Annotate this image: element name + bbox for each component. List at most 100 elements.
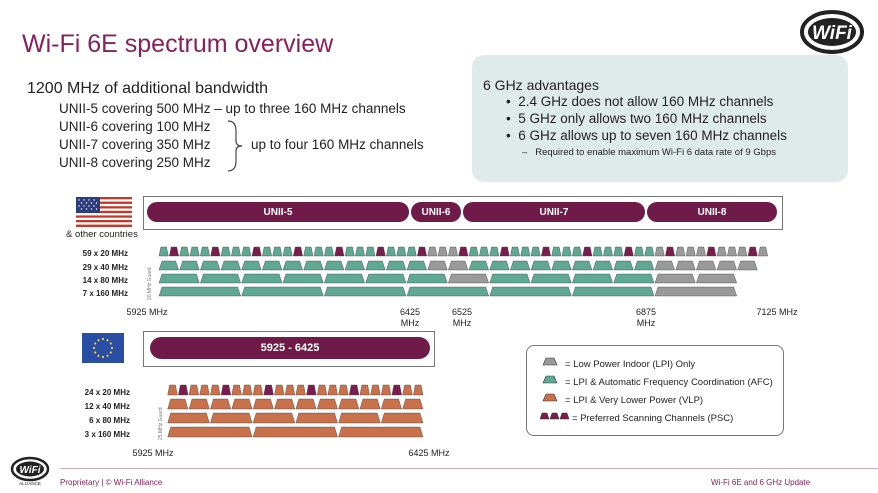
us-channel [179,260,200,271]
us-channel [189,246,200,257]
us-channel [272,246,283,257]
svg-text:ALLIANCE: ALLIANCE [19,481,41,486]
us-channel [334,246,345,257]
us-channel [200,246,210,257]
us-channel [251,246,262,257]
brace-icon [227,120,243,172]
page-title: Wi-Fi 6E spectrum overview [22,30,334,58]
us-channel [489,273,531,284]
us-channel [355,246,365,257]
eu-freq-label: 6425 MHz [408,448,450,458]
advantage-subnote-text: Required to enable maximum Wi-Fi 6 data … [535,147,776,158]
us-channel [634,246,644,257]
eu-channel [220,384,232,396]
legend-psc: = Preferred Scanning Channels (PSC) [572,413,734,424]
us-channel [241,286,324,297]
footer-title: Wi-Fi 6E and 6 GHz Update [711,478,811,487]
us-channel [448,260,469,271]
us-channel [716,260,737,271]
eu-channel [413,384,424,396]
us-channel [510,260,531,271]
us-channel [458,246,469,257]
us-channel [220,260,241,271]
legend-lpi: = Low Power Indoor (LPI) Only [565,359,696,370]
eu-channel [316,398,338,410]
other-countries-caption: & other countries [66,229,138,240]
us-channel [406,246,417,257]
eu-channel [402,398,424,410]
eu-star-icon [110,346,114,350]
us-channel [427,260,448,271]
eu-row-label: 24 x 20 MHz [84,388,130,397]
us-channel [572,260,593,271]
eu-channel [338,398,360,410]
unii8-line: UNII-8 covering 250 MHz [59,155,211,170]
us-channel [758,246,768,257]
us-channel [303,246,314,257]
advantage-text: 2.4 GHz does not allow 160 MHz channels [518,94,774,109]
us-channel [324,260,345,271]
eu-star-icon [106,339,109,342]
us-channel [158,286,241,297]
eu-star-icon [97,339,100,342]
us-channel [737,260,758,271]
eu-channel [359,384,370,396]
footer-copyright: Proprietary | © Wi-Fi Alliance [60,478,163,487]
us-row-label: 59 x 20 MHz [82,249,128,258]
us-channel [375,246,386,257]
us-channel [241,246,252,257]
us-channel [210,246,221,257]
eu-channel [338,426,424,438]
us-channel [344,246,355,257]
us-channel [644,246,655,257]
eu-channel [381,384,392,396]
us-channel [716,246,727,257]
us-channel [541,246,551,257]
us-row-label: 29 x 40 MHz [82,263,128,272]
advantage-text: 5 GHz only allows two 160 MHz channels [518,111,767,126]
us-channel [386,260,407,271]
us-channel [696,260,717,271]
us-channel [365,273,407,284]
eu-channel [295,412,338,424]
us-channel [613,246,624,257]
us-channel [417,246,427,257]
eu-channel [263,384,274,396]
eu-channel [338,384,349,396]
eu-channel [381,412,424,424]
eu-channel [231,398,253,410]
us-channel [179,246,190,257]
eu-channel [391,384,402,396]
bandwidth-heading: 1200 MHz of additional bandwidth [27,80,269,97]
eu-channel [178,384,189,396]
us-channel [489,260,510,271]
advantage-subnote: – Required to enable maximum Wi-Fi 6 dat… [522,147,776,158]
us-channel [654,260,675,271]
eu-star-icon [92,346,96,350]
us-channel [727,246,737,257]
brace-text: up to four 160 MHz channels [251,137,424,152]
unii5-line: UNII-5 covering 500 MHz – up to three 16… [59,101,406,116]
svg-text:WiFi: WiFi [812,23,853,44]
us-channel [747,246,758,257]
us-channel [365,246,376,257]
us-channel [406,286,489,297]
us-channel [696,246,706,257]
eu-channel [284,384,296,396]
eu-channel [210,412,253,424]
us-channel [468,246,479,257]
us-channel [406,273,448,284]
advantages-heading: 6 GHz advantages [483,77,599,93]
us-channel [313,246,324,257]
us-row-label: 7 x 160 MHz [82,289,128,298]
eu-star-icon [97,354,100,357]
eu-star-icon [94,342,97,345]
us-channel [654,273,696,284]
band-unii8: UNII-8 [647,202,777,222]
band-eu: 5925 - 6425 [150,337,430,359]
us-channel [220,246,231,257]
legend [526,345,784,436]
us-channel [510,246,520,257]
eu-channel [167,412,210,424]
us-channel [241,273,283,284]
